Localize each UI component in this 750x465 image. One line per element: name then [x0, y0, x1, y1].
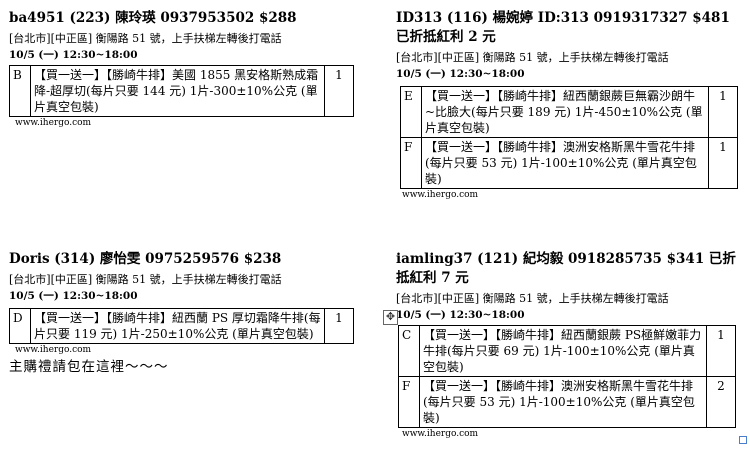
- item-description: 【買一送一】【勝崎牛排】澳洲安格斯黑牛雪花牛排(每片只要 53 元) 1片-10…: [421, 137, 709, 189]
- order-block-iamling37: iamling37 (121) 紀均毅 0918285735 $341 已折抵紅…: [396, 250, 741, 440]
- items-table[interactable]: C 【買一送一】【勝崎牛排】紐西蘭銀蕨 PS極鮮嫩菲力牛排(每片只要 69 元)…: [398, 325, 736, 428]
- order-address: [台北市][中正區] 衡陽路 51 號，上手扶梯左轉後打電話: [9, 273, 282, 286]
- site-url: www.ihergo.com: [402, 429, 479, 439]
- items-table: B 【買一送一】【勝崎牛排】美國 1855 黑安格斯熟成霜降-超厚切(每片只要 …: [9, 65, 354, 117]
- order-address: [台北市][中正區] 衡陽路 51 號，上手扶梯左轉後打電話: [396, 51, 669, 64]
- table-row: E 【買一送一】【勝崎牛排】紐西蘭銀蕨巨無霸沙朗牛~比臉大(每片只要 189 元…: [400, 86, 738, 138]
- item-quantity: 1: [324, 65, 354, 117]
- item-description: 【買一送一】【勝崎牛排】澳洲安格斯黑牛雪花牛排(每片只要 53 元) 1片-10…: [419, 376, 707, 428]
- order-title: iamling37 (121) 紀均毅 0918285735 $341 已折抵紅…: [396, 251, 736, 286]
- site-url: www.ihergo.com: [15, 345, 92, 355]
- table-row: C 【買一送一】【勝崎牛排】紐西蘭銀蕨 PS極鮮嫩菲力牛排(每片只要 69 元)…: [398, 325, 736, 377]
- site-url: www.ihergo.com: [15, 118, 92, 128]
- item-quantity: 1: [708, 86, 738, 138]
- item-code: B: [9, 65, 31, 117]
- item-quantity: 1: [708, 137, 738, 189]
- order-time: 10/5 (一) 12:30~18:00: [9, 49, 138, 61]
- order-time: 10/5 (一) 12:30~18:00: [396, 68, 525, 80]
- item-code: E: [400, 86, 422, 138]
- site-url: www.ihergo.com: [402, 190, 479, 200]
- table-row: F 【買一送一】【勝崎牛排】澳洲安格斯黑牛雪花牛排(每片只要 53 元) 1片-…: [400, 137, 738, 189]
- order-block-ba4951: ba4951 (223) 陳玲瑛 0937953502 $288 [台北市][中…: [9, 9, 354, 129]
- order-time: 10/5 (一) 12:30~18:00: [396, 309, 525, 321]
- item-code: F: [398, 376, 420, 428]
- table-move-handle-icon[interactable]: ✥: [383, 310, 398, 325]
- table-row: F 【買一送一】【勝崎牛排】澳洲安格斯黑牛雪花牛排(每片只要 53 元) 1片-…: [398, 376, 736, 428]
- gift-note: 主購禮請包在這裡～～～: [9, 359, 169, 375]
- table-resize-handle-icon[interactable]: [739, 436, 747, 444]
- item-code: D: [9, 308, 31, 344]
- order-title: Doris (314) 廖怡雯 0975259576 $238: [9, 251, 282, 267]
- items-table: E 【買一送一】【勝崎牛排】紐西蘭銀蕨巨無霸沙朗牛~比臉大(每片只要 189 元…: [400, 86, 738, 189]
- item-quantity: 2: [706, 376, 736, 428]
- item-description: 【買一送一】【勝崎牛排】紐西蘭 PS 厚切霜降牛排(每片只要 119 元) 1片…: [30, 308, 325, 344]
- item-quantity: 1: [324, 308, 354, 344]
- item-code: C: [398, 325, 420, 377]
- table-row: B 【買一送一】【勝崎牛排】美國 1855 黑安格斯熟成霜降-超厚切(每片只要 …: [9, 65, 354, 117]
- order-title: ba4951 (223) 陳玲瑛 0937953502 $288: [9, 10, 297, 26]
- order-time: 10/5 (一) 12:30~18:00: [9, 290, 138, 302]
- order-address: [台北市][中正區] 衡陽路 51 號，上手扶梯左轉後打電話: [396, 292, 669, 305]
- item-code: F: [400, 137, 422, 189]
- order-title: ID313 (116) 楊婉婷 ID:313 0919317327 $481 已…: [396, 10, 730, 45]
- item-quantity: 1: [706, 325, 736, 377]
- order-block-doris: Doris (314) 廖怡雯 0975259576 $238 [台北市][中正…: [9, 250, 354, 376]
- order-address: [台北市][中正區] 衡陽路 51 號，上手扶梯左轉後打電話: [9, 32, 282, 45]
- order-block-id313: ID313 (116) 楊婉婷 ID:313 0919317327 $481 已…: [396, 9, 741, 201]
- item-description: 【買一送一】【勝崎牛排】紐西蘭銀蕨 PS極鮮嫩菲力牛排(每片只要 69 元) 1…: [419, 325, 707, 377]
- item-description: 【買一送一】【勝崎牛排】美國 1855 黑安格斯熟成霜降-超厚切(每片只要 14…: [30, 65, 325, 117]
- table-row: D 【買一送一】【勝崎牛排】紐西蘭 PS 厚切霜降牛排(每片只要 119 元) …: [9, 308, 354, 344]
- item-description: 【買一送一】【勝崎牛排】紐西蘭銀蕨巨無霸沙朗牛~比臉大(每片只要 189 元) …: [421, 86, 709, 138]
- items-table: D 【買一送一】【勝崎牛排】紐西蘭 PS 厚切霜降牛排(每片只要 119 元) …: [9, 308, 354, 344]
